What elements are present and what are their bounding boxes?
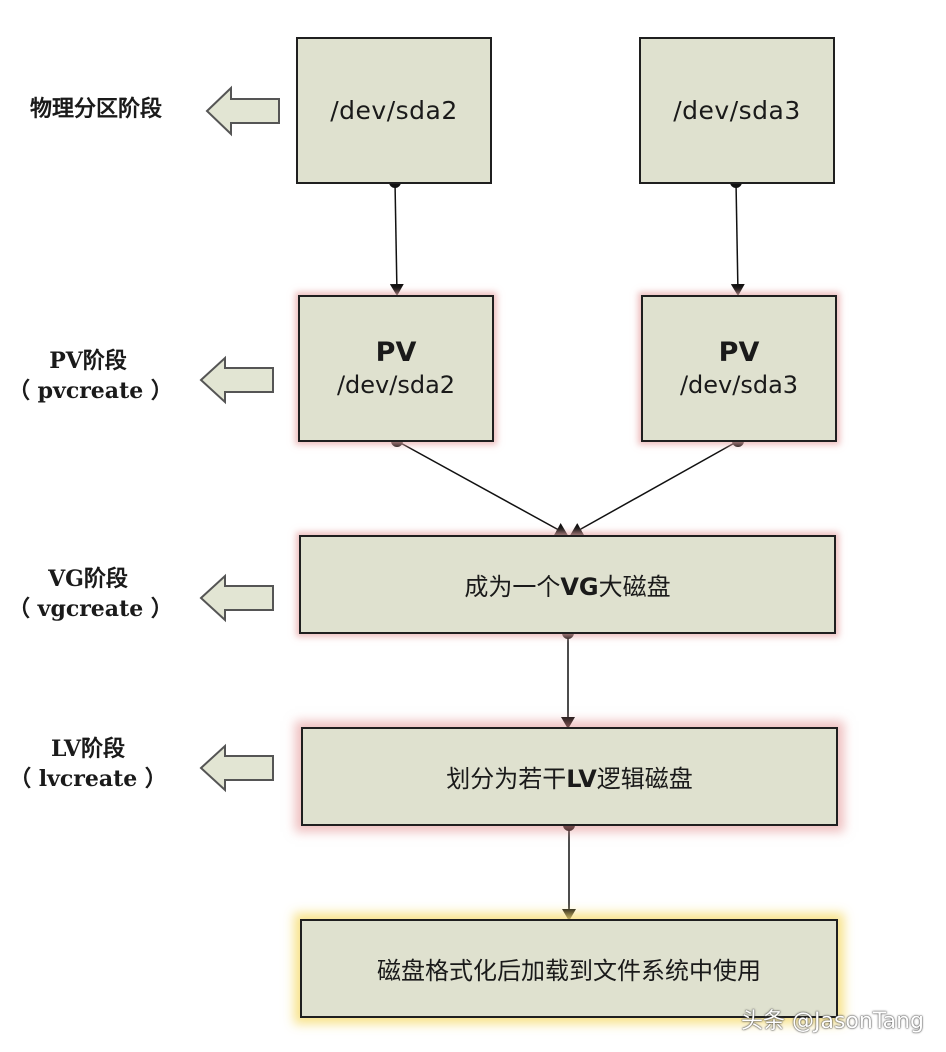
stage-vg-command: （ vgcreate ）	[8, 596, 173, 622]
watermark: 头条 @JasonTang	[740, 1009, 924, 1034]
lv-text-bold: LV	[566, 765, 597, 793]
filesystem-box-text: 磁盘格式化后加载到文件系统中使用	[377, 957, 761, 985]
lv-text-suffix: 逻辑磁盘	[596, 765, 693, 793]
vg-text-bold: VG	[560, 573, 599, 601]
lv-text-prefix: 划分为若干	[446, 765, 567, 793]
stage-label-pv: PV阶段 （ pvcreate ）	[8, 346, 173, 406]
partition-box-sda2: /dev/sda2	[296, 37, 492, 184]
connector-sda3-to-pv	[730, 176, 745, 296]
left-arrow-icon	[199, 743, 274, 793]
pv-sda2-device: /dev/sda2	[336, 370, 456, 399]
left-arrow-icon	[205, 85, 280, 137]
partition-sda3-label: /dev/sda3	[673, 96, 801, 125]
pv-sda2-title: PV	[375, 336, 417, 368]
partition-box-sda3: /dev/sda3	[639, 37, 835, 184]
pv-box-sda2: PV /dev/sda2	[298, 295, 494, 442]
partition-sda2-label: /dev/sda2	[330, 96, 458, 125]
stage-lv-command: （ lvcreate ）	[9, 766, 167, 792]
vg-text-prefix: 成为一个	[464, 573, 561, 601]
stage-physical-title: 物理分区阶段	[29, 96, 162, 122]
filesystem-box: 磁盘格式化后加载到文件系统中使用	[300, 919, 838, 1018]
vg-text-suffix: 大磁盘	[598, 573, 671, 601]
stage-label-physical: 物理分区阶段	[8, 94, 184, 124]
lv-box: 划分为若干LV逻辑磁盘	[301, 727, 838, 826]
connector-pv-sda3-to-vg	[570, 435, 744, 536]
stage-label-vg: VG阶段 （ vgcreate ）	[8, 564, 173, 624]
stage-vg-title: VG阶段	[48, 566, 128, 592]
stage-lv-title: LV阶段	[51, 736, 125, 762]
connector-lv-to-fs	[562, 819, 576, 921]
left-arrow-icon	[199, 355, 274, 405]
pv-sda3-title: PV	[718, 336, 760, 368]
stage-pv-command: （ pvcreate ）	[8, 378, 173, 404]
vg-box: 成为一个VG大磁盘	[299, 535, 836, 634]
pv-box-sda3: PV /dev/sda3	[641, 295, 837, 442]
connector-vg-to-lv	[561, 627, 575, 729]
stage-pv-title: PV阶段	[49, 348, 127, 374]
pv-sda3-device: /dev/sda3	[679, 370, 799, 399]
connector-pv-sda2-to-vg	[391, 435, 568, 536]
vg-box-text: 成为一个VG大磁盘	[464, 567, 670, 602]
lv-box-text: 划分为若干LV逻辑磁盘	[446, 759, 693, 794]
stage-label-lv: LV阶段 （ lvcreate ）	[8, 734, 168, 794]
left-arrow-icon	[199, 573, 274, 623]
connector-sda2-to-pv	[389, 176, 404, 296]
